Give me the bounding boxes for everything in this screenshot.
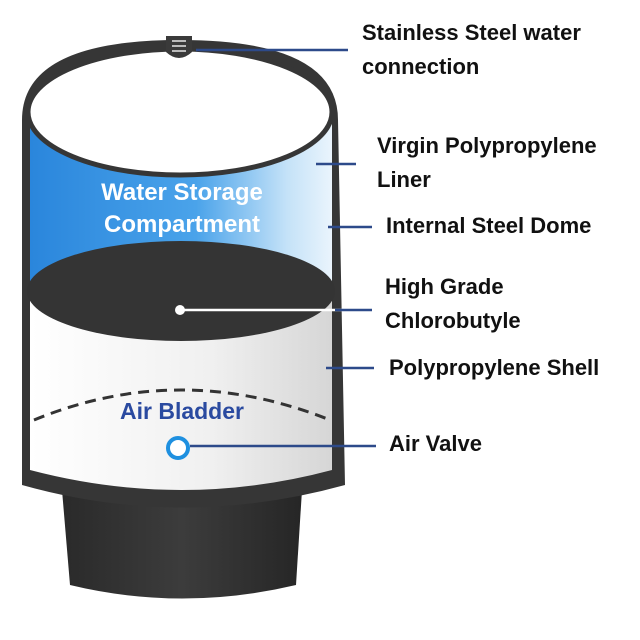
tank-top-dome: [25, 46, 335, 178]
callout-virgin-line1: Virgin Polypropylene: [377, 133, 597, 158]
tank-base-stand: [62, 490, 302, 599]
callout-stainless-steel: Stainless Steel water connection: [362, 16, 581, 84]
callout-chloro-line1: High Grade: [385, 274, 504, 299]
callout-chloro-line2: Chlorobutyle: [385, 308, 521, 333]
air-bladder-label: Air Bladder: [120, 398, 244, 424]
callout-chlorobutyle: High Grade Chlorobutyle: [385, 270, 521, 338]
callout-steel-dome: Internal Steel Dome: [386, 213, 592, 238]
callout-virgin-line2: Liner: [377, 167, 431, 192]
callout-virgin-liner: Virgin Polypropylene Liner: [377, 129, 597, 197]
chlorobutyle-bladder-disk: [27, 241, 335, 341]
water-storage-label-line1: Water Storage: [101, 179, 263, 206]
callout-polypropylene-shell: Polypropylene Shell: [389, 355, 600, 380]
air-bladder-dashed-outline: [33, 388, 331, 422]
air-valve-icon: [166, 436, 190, 460]
callout-air-valve: Air Valve: [389, 431, 482, 456]
water-storage-label-line2: Compartment: [104, 211, 260, 238]
callout-stainless-line2: connection: [362, 54, 480, 79]
callout-stainless-line1: Stainless Steel water: [362, 20, 581, 45]
